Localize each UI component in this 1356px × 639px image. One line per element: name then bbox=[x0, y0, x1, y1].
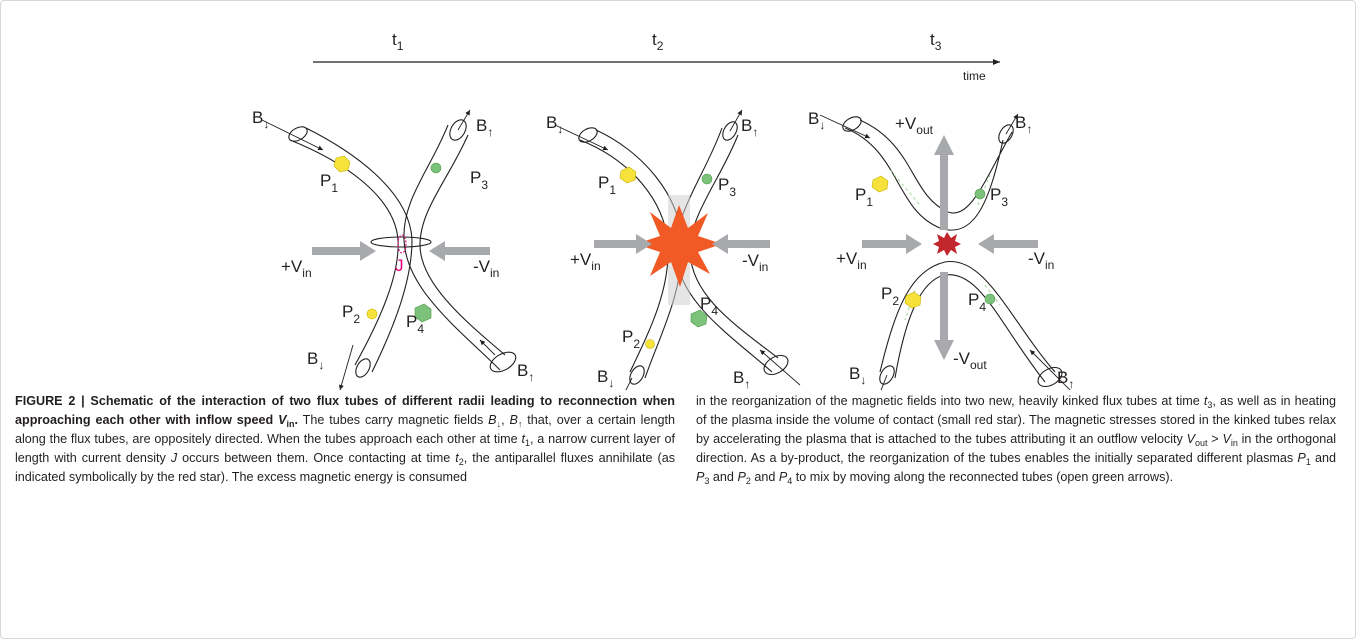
label-b-up-2: B↑ bbox=[733, 368, 750, 390]
plasma-p2-marker bbox=[645, 339, 655, 349]
label-v-in-neg: -Vin bbox=[742, 251, 768, 274]
label-b-down-2: B↓ bbox=[597, 367, 614, 390]
caption-left-column: FIGURE 2 | Schematic of the interaction … bbox=[15, 392, 675, 487]
reconnection-star-small bbox=[933, 232, 961, 256]
plasma-p2-marker bbox=[366, 308, 378, 320]
plasma-p4-marker bbox=[414, 303, 432, 323]
field-line bbox=[729, 109, 743, 132]
tube-end bbox=[578, 127, 598, 143]
label-b-up: B↑ bbox=[476, 116, 493, 139]
plasma-p3-marker bbox=[430, 162, 442, 174]
inflow-arrow-left bbox=[594, 234, 652, 254]
caption-title: FIGURE 2 | Schematic of the interaction … bbox=[15, 394, 675, 429]
figure-illustration: t1 t2 t3 time B↓ B↑ P1 P3 +Vin -Vin J P2… bbox=[252, 30, 1074, 390]
inflow-arrow-right bbox=[712, 234, 770, 254]
label-b-up-2: B↑ bbox=[1057, 368, 1074, 390]
label-p2: P2 bbox=[881, 284, 899, 308]
panel-t1-labels: B↓ B↑ P1 P3 +Vin -Vin J P2 P4 B↓ B↑ bbox=[252, 108, 534, 384]
plasma-p4-marker bbox=[690, 309, 708, 328]
label-p3: P3 bbox=[718, 175, 736, 199]
plasma-p1-marker bbox=[871, 175, 889, 193]
label-v-in-neg: -Vin bbox=[473, 257, 499, 280]
caption-text: The tubes carry magnetic fields B↓, B↑ t… bbox=[15, 412, 675, 484]
field-line bbox=[819, 114, 871, 139]
field-line bbox=[457, 109, 471, 131]
label-j: J bbox=[395, 256, 404, 275]
inflow-arrow-left bbox=[312, 241, 376, 261]
panel-t2-labels: B↓ B↑ P1 P3 +Vin -Vin P4 P2 B↓ B↑ bbox=[546, 113, 768, 390]
label-p2: P2 bbox=[622, 327, 640, 351]
tube-end bbox=[879, 365, 895, 385]
reconnection-star-large bbox=[636, 205, 722, 287]
label-v-in-neg: -Vin bbox=[1028, 249, 1054, 272]
caption-text: in the reorganization of the magnetic fi… bbox=[696, 394, 1337, 486]
tick-t1: t1 bbox=[392, 30, 404, 53]
plasma-p1-marker bbox=[333, 155, 351, 173]
label-b-down: B↓ bbox=[252, 108, 269, 131]
field-line bbox=[479, 339, 496, 356]
label-v-in-pos: +Vin bbox=[570, 250, 601, 273]
caption-right-column: in the reorganization of the magnetic fi… bbox=[696, 392, 1336, 487]
timeline: t1 t2 t3 time bbox=[313, 30, 1000, 83]
label-b-down: B↓ bbox=[546, 113, 563, 136]
plasma-p1-marker bbox=[619, 166, 637, 184]
tick-t2: t2 bbox=[652, 30, 664, 53]
right-flux-tube bbox=[403, 124, 506, 371]
panel-t1 bbox=[261, 109, 517, 390]
tube-end bbox=[355, 358, 371, 378]
label-b-up-2: B↑ bbox=[517, 361, 534, 384]
label-p3: P3 bbox=[990, 185, 1008, 209]
field-line bbox=[625, 377, 633, 390]
label-p4: P4 bbox=[968, 290, 986, 314]
label-b-up: B↑ bbox=[741, 116, 758, 139]
field-line bbox=[261, 119, 324, 151]
field-line bbox=[880, 374, 888, 390]
field-line bbox=[554, 124, 609, 151]
label-p1: P1 bbox=[855, 185, 873, 209]
field-line bbox=[1029, 349, 1071, 390]
label-b-down: B↓ bbox=[808, 109, 825, 132]
inflow-arrow-right bbox=[429, 241, 490, 261]
tube-end bbox=[763, 354, 789, 376]
outflow-arrow-down bbox=[934, 272, 954, 360]
label-v-in-pos: +Vin bbox=[836, 249, 867, 272]
label-b-up: B↑ bbox=[1015, 113, 1032, 136]
field-line bbox=[759, 349, 801, 386]
panel-t3-labels: B↓ +Vout B↑ P1 P3 +Vin -Vin P2 P4 -Vout … bbox=[808, 109, 1074, 390]
label-v-in-pos: +Vin bbox=[281, 257, 312, 280]
current-loop bbox=[370, 236, 432, 248]
time-axis-label: time bbox=[963, 69, 986, 83]
tick-t3: t3 bbox=[930, 30, 942, 53]
label-p2: P2 bbox=[342, 302, 360, 326]
current-density-j bbox=[397, 234, 407, 254]
inflow-arrow-right bbox=[978, 234, 1038, 254]
field-line bbox=[1005, 113, 1019, 135]
label-p1: P1 bbox=[320, 171, 338, 195]
outflow-arrow-up bbox=[934, 135, 954, 230]
label-p1: P1 bbox=[598, 173, 616, 197]
plasma-p4-marker bbox=[984, 293, 996, 305]
label-p4: P4 bbox=[700, 294, 718, 318]
label-p4: P4 bbox=[406, 312, 424, 336]
label-b-down-2: B↓ bbox=[849, 364, 866, 387]
label-v-out-pos: +Vout bbox=[895, 114, 934, 137]
inflow-arrow-left bbox=[862, 234, 922, 254]
plasma-p2-marker bbox=[904, 291, 922, 309]
label-p3: P3 bbox=[470, 168, 488, 192]
label-b-down-2: B↓ bbox=[307, 349, 324, 372]
tube-end bbox=[489, 351, 517, 373]
tube-end bbox=[629, 365, 645, 385]
plasma-p3-marker bbox=[974, 188, 986, 200]
tube-end bbox=[1037, 366, 1063, 388]
plasma-p3-marker bbox=[701, 173, 713, 185]
tube-end bbox=[842, 116, 862, 132]
label-v-out-neg: -Vout bbox=[953, 349, 987, 372]
field-line bbox=[338, 344, 354, 390]
